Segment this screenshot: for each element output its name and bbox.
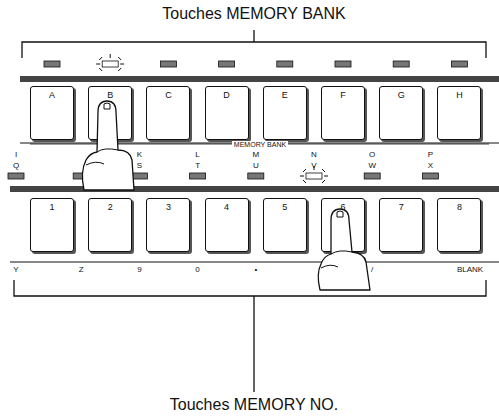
memory-key: 5 bbox=[263, 198, 307, 252]
key-rail bbox=[20, 76, 499, 82]
led-indicator bbox=[73, 173, 89, 179]
led-indicator bbox=[160, 61, 176, 67]
memory-key: 6 bbox=[321, 198, 365, 252]
led-indicator bbox=[277, 61, 293, 67]
memory-key: A bbox=[30, 86, 74, 140]
memory-key: E bbox=[263, 86, 307, 140]
led-indicator bbox=[393, 61, 409, 67]
key-label: G bbox=[380, 90, 422, 101]
key-rail bbox=[10, 186, 499, 192]
heading: Touches MEMORY BANK bbox=[162, 6, 345, 22]
led-light-ray bbox=[99, 68, 102, 71]
bracket bbox=[14, 280, 486, 392]
finger-detail bbox=[86, 103, 118, 165]
memory-key: 7 bbox=[379, 198, 423, 252]
led-indicator bbox=[422, 173, 438, 179]
key-label: 3 bbox=[147, 202, 189, 213]
led-group bbox=[8, 54, 467, 183]
led-indicator bbox=[335, 61, 351, 67]
memory-key: F bbox=[321, 86, 365, 140]
key-rail bbox=[10, 261, 499, 262]
alt-character: L bbox=[195, 151, 199, 159]
alt-character: T bbox=[195, 162, 200, 170]
memory-key: B bbox=[88, 86, 132, 140]
led-indicator bbox=[190, 173, 206, 179]
key-label: H bbox=[438, 90, 480, 101]
key-label: 2 bbox=[89, 202, 131, 213]
memory-key: 1 bbox=[30, 198, 74, 252]
alt-character: X bbox=[428, 162, 433, 170]
led-light-ray bbox=[322, 180, 325, 183]
alt-character: K bbox=[137, 151, 142, 159]
key-label: 1 bbox=[31, 202, 73, 213]
key-label: 5 bbox=[264, 202, 306, 213]
pressing-finger bbox=[82, 101, 134, 190]
memory-key: G bbox=[379, 86, 423, 140]
led-light-ray bbox=[118, 57, 121, 60]
led-indicator bbox=[8, 173, 24, 179]
key-label: D bbox=[206, 90, 248, 101]
alt-character: S bbox=[137, 162, 142, 170]
led-indicator bbox=[306, 173, 322, 179]
memory-key: C bbox=[146, 86, 190, 140]
key-label: F bbox=[322, 90, 364, 101]
alt-character: V bbox=[311, 162, 316, 170]
memory-key: 3 bbox=[146, 198, 190, 252]
group-label: MEMORY BANK bbox=[232, 141, 288, 148]
bracket bbox=[22, 30, 486, 58]
led-indicator bbox=[44, 61, 60, 67]
alt-character: N bbox=[311, 151, 317, 159]
alt-character: W bbox=[368, 162, 376, 170]
led-indicator bbox=[131, 173, 147, 179]
led-indicator bbox=[364, 173, 380, 179]
led-light-ray bbox=[110, 54, 111, 58]
alt-character: 0 bbox=[195, 266, 199, 274]
led-light-ray bbox=[96, 64, 100, 65]
led-indicator bbox=[102, 61, 118, 67]
led-light-ray bbox=[120, 64, 124, 65]
alt-character: U bbox=[253, 162, 259, 170]
alt-character: / bbox=[371, 266, 373, 274]
pressing-finger bbox=[318, 209, 370, 290]
alt-character: • bbox=[254, 266, 257, 274]
memory-key: D bbox=[205, 86, 249, 140]
key-label: B bbox=[89, 90, 131, 101]
alt-character: I bbox=[15, 151, 17, 159]
key-label: A bbox=[31, 90, 73, 101]
key-label: C bbox=[147, 90, 189, 101]
memory-key: 8 bbox=[437, 198, 481, 252]
alt-character: Z bbox=[79, 266, 84, 274]
led-light-ray bbox=[300, 176, 304, 177]
alt-character: BLANK bbox=[457, 266, 483, 274]
finger-detail bbox=[321, 211, 352, 268]
heading: Touches MEMORY NO. bbox=[170, 397, 338, 413]
key-label: 6 bbox=[322, 202, 364, 213]
key-label: 8 bbox=[438, 202, 480, 213]
led-light-ray bbox=[303, 169, 306, 172]
key-label: E bbox=[264, 90, 306, 101]
alt-character: Q bbox=[13, 162, 19, 170]
led-indicator bbox=[248, 173, 264, 179]
alt-character: O bbox=[369, 151, 375, 159]
alt-character: P bbox=[428, 151, 433, 159]
led-light-ray bbox=[99, 57, 102, 60]
alt-character: Y bbox=[13, 266, 18, 274]
alt-character: M bbox=[252, 151, 259, 159]
led-light-ray bbox=[324, 176, 328, 177]
key-label: 4 bbox=[206, 202, 248, 213]
led-indicator bbox=[451, 61, 467, 67]
alt-character: 9 bbox=[137, 266, 141, 274]
led-indicator bbox=[219, 61, 235, 67]
memory-key: 4 bbox=[205, 198, 249, 252]
led-light-ray bbox=[303, 180, 306, 183]
led-light-ray bbox=[118, 68, 121, 71]
memory-key: 2 bbox=[88, 198, 132, 252]
led-light-ray bbox=[322, 169, 325, 172]
key-label: 7 bbox=[380, 202, 422, 213]
memory-key: H bbox=[437, 86, 481, 140]
